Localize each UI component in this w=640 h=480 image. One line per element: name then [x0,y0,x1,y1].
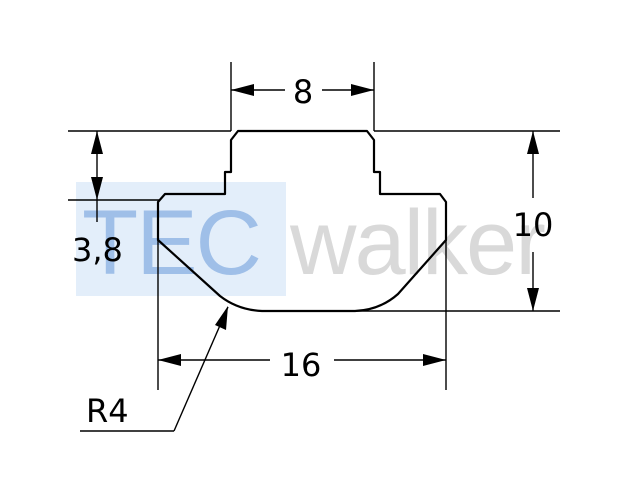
dim-right-arrow-top [527,131,539,154]
dim-left-arrow-bottom [91,177,103,200]
watermark-boxed-text: TEC [82,192,260,294]
dim-right-height: 10 [513,131,554,311]
watermark-plain-text: walker [289,192,545,294]
dim-top-arrow-left [231,84,254,96]
dim-right-label: 10 [513,206,554,244]
dim-top-label: 8 [293,73,313,111]
dim-right-arrow-bottom [527,288,539,311]
dim-bottom-arrow-right [423,354,446,366]
dim-radius: R4 [80,306,229,432]
dim-left-height: 3,8 [72,131,123,269]
watermark-box [76,182,286,296]
dim-top-arrow-right [351,84,374,96]
watermark: TEC walker [76,182,547,296]
dim-bottom-width: 16 [158,346,446,384]
extension-lines [68,62,560,390]
dim-bottom-label: 16 [281,346,322,384]
dim-top-width: 8 [231,73,374,111]
radius-leader-diagonal [173,306,229,432]
dim-left-label: 3,8 [72,231,123,269]
dim-bottom-arrow-left [158,354,181,366]
radius-label: R4 [86,392,129,430]
dim-left-arrow-top [91,131,103,154]
radius-arrow [215,306,228,330]
